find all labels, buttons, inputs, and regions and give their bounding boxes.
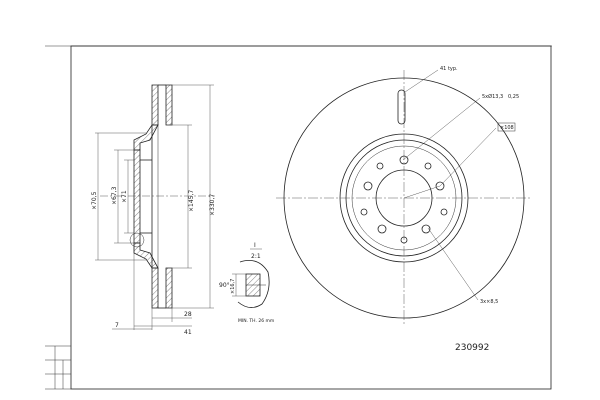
- label-bolt-holes: 5xØ13,3: [482, 93, 503, 100]
- front-view: [276, 69, 532, 326]
- section-dimension-labels: ×330,7 ×145,7 ×70,5 ×67,3 ×71 28 41 7: [91, 186, 216, 336]
- bolt-holes: [363, 155, 445, 234]
- detail-angle: 90°: [219, 282, 230, 289]
- label-d-hub: ×67,3: [111, 186, 118, 205]
- label-w-28: 28: [184, 311, 192, 318]
- label-w-41: 41: [184, 329, 192, 336]
- label-bolt-holes-tol: 0,25: [508, 94, 519, 100]
- label-hole-41: 41 typ.: [440, 66, 458, 72]
- label-small-holes: 3x×8,5: [480, 299, 498, 305]
- small-holes: [360, 162, 448, 244]
- part-number: 230992: [455, 343, 489, 353]
- label-d-hat: ×70,5: [91, 191, 98, 210]
- section-dimensions: [95, 84, 214, 330]
- label-pcd: ×108: [500, 125, 514, 131]
- min-thickness: MIN. TH. 26 mm: [238, 318, 274, 324]
- detail-scale: 2:1: [251, 253, 261, 260]
- front-view-labels: 41 typ. 5xØ13,3 0,25 ×108 3x×8,5 230992: [440, 66, 519, 353]
- label-w-7: 7: [115, 322, 119, 329]
- label-d-centre: ×71: [121, 190, 128, 203]
- label-d-vent: ×145,7: [188, 190, 195, 212]
- section-view: [100, 84, 215, 309]
- drawing-frame: [45, 45, 552, 390]
- detail-dia: ×16,7: [230, 279, 236, 294]
- label-d-outer: ×330,7: [209, 194, 216, 216]
- detail-label: I: [254, 242, 256, 249]
- detail-view: I 2:1 90° ×16,7 MIN. TH. 26 mm: [219, 242, 274, 324]
